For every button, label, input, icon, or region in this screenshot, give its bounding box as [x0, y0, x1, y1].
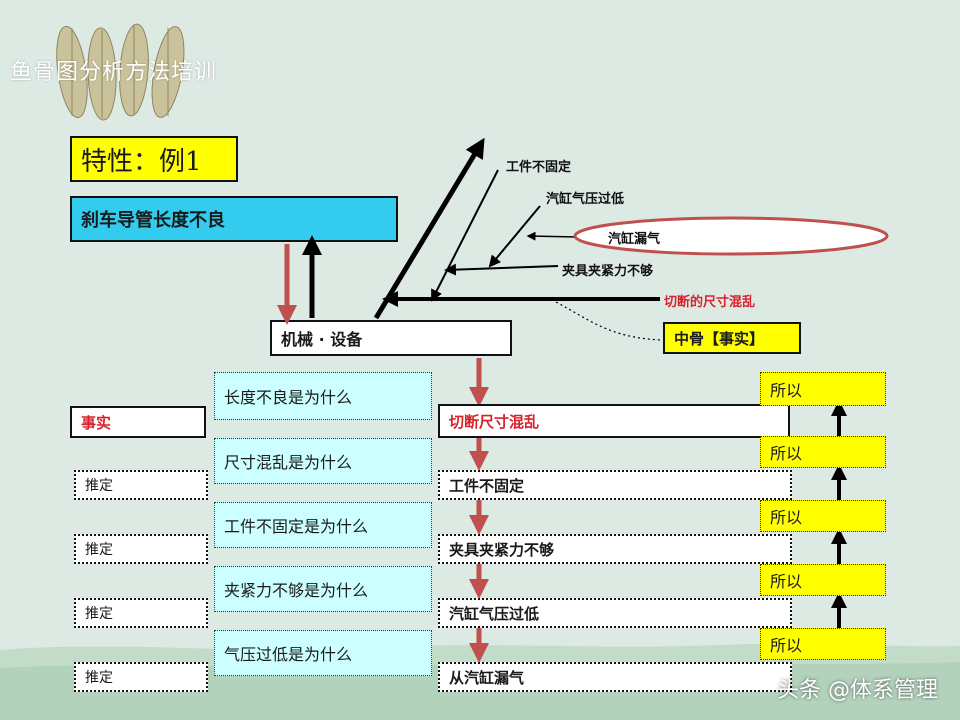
- presumption-label: 推定: [74, 534, 208, 564]
- bone-label: 夹具夹紧力不够: [562, 264, 654, 279]
- presumption-label: 推定: [74, 598, 208, 628]
- middle-bone-label: 中骨【事实】: [663, 322, 801, 354]
- why-question: 气压过低是为什么: [214, 630, 432, 676]
- so-label: 所以: [760, 628, 886, 660]
- presumption-label: 推定: [74, 470, 208, 500]
- example-label: 特性：例1: [70, 136, 238, 182]
- so-label: 所以: [760, 436, 886, 468]
- problem-box: 刹车导管长度不良: [70, 196, 398, 242]
- fact-label: 事实: [70, 406, 206, 438]
- highlight-ellipse: [573, 216, 889, 256]
- so-label: 所以: [760, 372, 886, 406]
- watermark: 头条 @体系管理: [777, 678, 938, 703]
- leader-line: [555, 301, 663, 341]
- why-question: 工件不固定是为什么: [214, 502, 432, 548]
- why-question: 夹紧力不够是为什么: [214, 566, 432, 612]
- so-label: 所以: [760, 500, 886, 532]
- why-answer: 夹具夹紧力不够: [438, 534, 792, 564]
- why-question: 尺寸混乱是为什么: [214, 438, 432, 484]
- why-answer: 工件不固定: [438, 470, 792, 500]
- bone-arrow: [431, 169, 499, 302]
- slide-title: 鱼骨图分析方法培训: [10, 60, 218, 85]
- bone-arrow: [488, 205, 541, 268]
- why-question: 长度不良是为什么: [214, 372, 432, 420]
- bone-label: 工件不固定: [506, 160, 572, 175]
- main-bone-box: 机械 · 设备: [270, 320, 512, 356]
- why-answer: 从汽缸漏气: [438, 662, 792, 692]
- presumption-label: 推定: [74, 662, 208, 692]
- why-answer: 汽缸气压过低: [438, 598, 792, 628]
- bone-label: 汽缸气压过低: [546, 192, 625, 207]
- main-bone-arrow: [373, 137, 485, 320]
- why-answer: 切断尺寸混乱: [438, 404, 790, 438]
- bone-arrow: [444, 263, 559, 276]
- so-label: 所以: [760, 564, 886, 596]
- bone-label: 切断的尺寸混乱: [664, 295, 756, 310]
- bone-label: 汽缸漏气: [608, 232, 661, 247]
- bone-arrow: [526, 231, 579, 241]
